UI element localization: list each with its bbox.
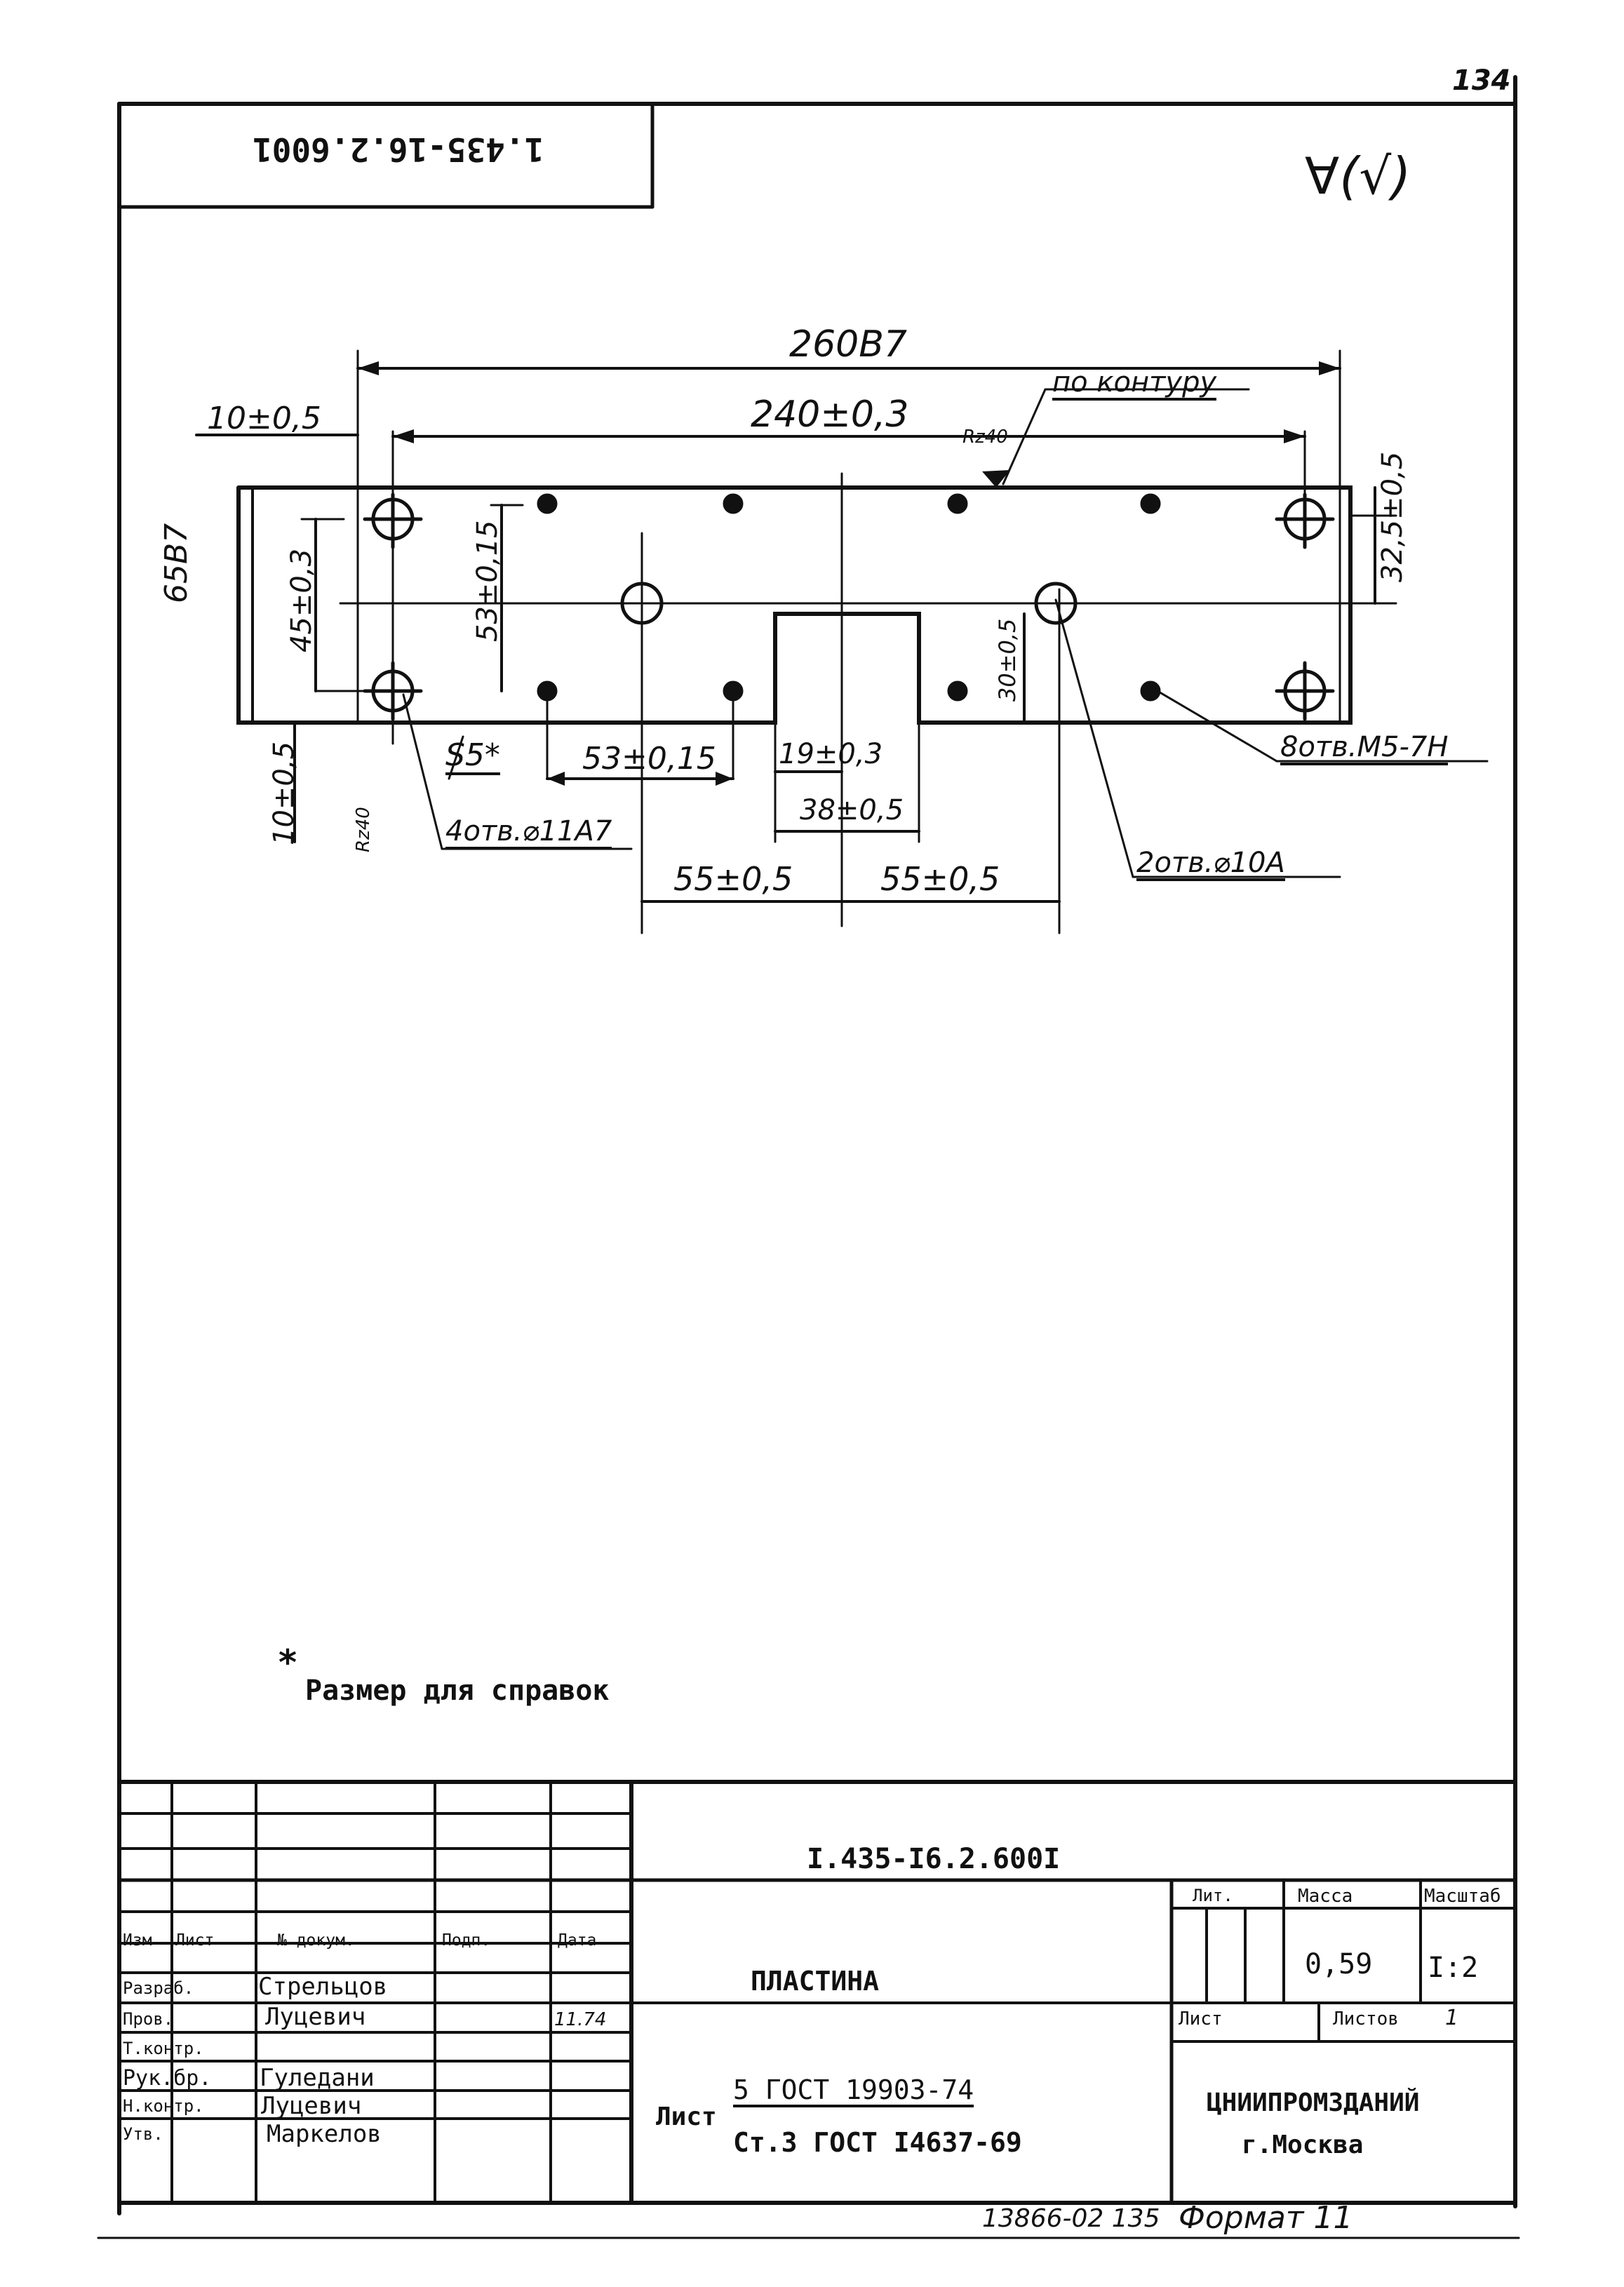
mirrored-code-box	[117, 102, 655, 209]
name-approver: Маркелов	[267, 2120, 382, 2148]
material-prefix: Лист	[656, 2102, 717, 2131]
dim-h-53: 53±0,15	[471, 520, 504, 642]
date-checker: 11.74	[554, 2009, 607, 2030]
header-sign: Подп.	[442, 1931, 491, 1950]
holes-m5	[537, 493, 1161, 702]
name-checker: Луцевич	[265, 2003, 366, 2031]
title-block-doc-code: I.435-I6.2.600I	[807, 1843, 1061, 1875]
scale-label: Масштаб	[1424, 1887, 1501, 1905]
dim-38: 38±0,5	[800, 794, 904, 826]
header-doc-no: № докум.	[277, 1931, 355, 1950]
material-line-1: 5 ГОСТ 19903-74	[733, 2077, 974, 2107]
arrow-heads	[358, 361, 1340, 786]
sheet-label: Лист	[1179, 2008, 1223, 2030]
role-checker: Пров.	[123, 2009, 174, 2029]
contour-note: по контуру	[1052, 368, 1217, 401]
plate-outline	[236, 485, 1353, 725]
org-name: ЦНИИПРОМЗДАНИЙ	[1207, 2088, 1420, 2117]
bottom-note: 13866-02 135	[982, 2204, 1160, 2233]
dim-hole-span: 240±0,3	[751, 394, 909, 436]
mass-label: Масса	[1298, 1886, 1353, 1907]
material-line-2: Ст.3 ГОСТ I4637-69	[733, 2127, 1022, 2158]
sheet-number: 134	[1452, 65, 1511, 97]
format-note: Формат 11	[1179, 2200, 1353, 2236]
header-list: Лист	[175, 1931, 215, 1950]
mirrored-document-code: 1.435-16.2.6001	[253, 130, 544, 168]
footnote-asterisk: *	[277, 1642, 299, 1683]
leader-lines	[402, 388, 1489, 878]
name-group-lead: Гуледани	[260, 2064, 375, 2092]
footnote-text: Размер для справок	[305, 1675, 610, 1707]
dim-overall-length: 260В7	[789, 323, 908, 365]
role-norm-control: Н.контр.	[123, 2096, 204, 2116]
holes-11	[363, 492, 1335, 721]
dim-left-offset: 10±0,5	[207, 401, 321, 436]
title-block-grid	[117, 1780, 1517, 2205]
dim-bottom-left: 10±0,5	[268, 741, 300, 845]
dim-55-left: 55±0,5	[673, 860, 793, 898]
callout-holes-10: 2отв.⌀10А	[1136, 849, 1285, 881]
mass-value: 0,59	[1305, 1948, 1373, 1980]
centerlines	[339, 472, 1397, 927]
header-date: Дата	[558, 1931, 597, 1950]
holes-10	[620, 582, 1078, 625]
roughness-left: Rz40	[353, 807, 374, 852]
dimension-lines	[195, 367, 1376, 903]
part-name: ПЛАСТИНА	[751, 1966, 880, 1997]
roughness-mark: ∀(√)	[1305, 147, 1411, 206]
dim-height: 65В7	[159, 523, 194, 603]
callout-holes-m5: 8отв.М5-7Н	[1280, 733, 1449, 765]
role-approver: Утв.	[123, 2124, 163, 2144]
role-developer: Разраб.	[123, 1978, 194, 1998]
sheets-label: Листов	[1333, 2008, 1399, 2030]
dim-53-horizontal: 53±0,15	[582, 741, 716, 777]
dim-h-45: 45±0,3	[286, 548, 318, 652]
lit-label: Лит.	[1193, 1886, 1233, 1905]
dim-19: 19±0,3	[779, 738, 883, 770]
name-developer: Стрельцов	[258, 1973, 388, 2001]
role-tech-control: Т.контр.	[123, 2039, 204, 2058]
dim-55-right: 55±0,5	[880, 860, 1000, 898]
name-norm-control: Луцевич	[261, 2092, 362, 2120]
dim-h-30: 30±0,5	[994, 618, 1021, 702]
scale-value: I:2	[1428, 1952, 1479, 1984]
role-group-lead: Рук.бр.	[123, 2066, 212, 2091]
dim-s5: S5*	[445, 740, 500, 775]
roughness-top: Rz40	[962, 427, 1008, 448]
callout-holes-11: 4отв.⌀11А7	[445, 817, 612, 850]
sheets-count: 1	[1445, 2006, 1459, 2030]
dim-h-32: 32,5±0,5	[1376, 451, 1409, 582]
header-izm: Изм	[123, 1931, 152, 1950]
org-city: г.Москва	[1242, 2131, 1364, 2159]
drawing-frame	[97, 75, 1520, 2239]
